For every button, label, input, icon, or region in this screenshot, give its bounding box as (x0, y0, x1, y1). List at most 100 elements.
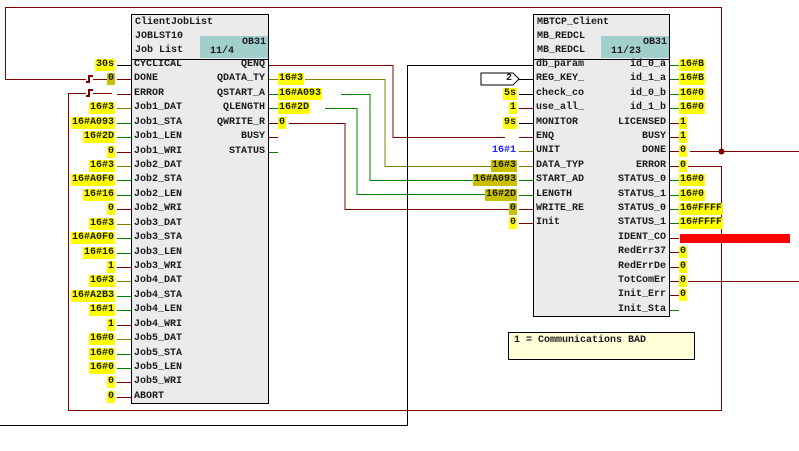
input-pin-db_param[interactable]: db_param (536, 59, 585, 70)
input-pin-job4_sta[interactable]: Job4_STA (134, 290, 183, 301)
input-pin-job1_dat[interactable]: Job1_DAT (134, 102, 183, 113)
output-value[interactable]: 16#B (679, 73, 706, 85)
output-value[interactable]: 16#B (679, 59, 706, 71)
output-pin-init_err[interactable]: Init_Err (617, 289, 666, 300)
input-pin-start_ad[interactable]: START_AD (536, 174, 585, 185)
input-value[interactable]: 0 (107, 146, 116, 158)
output-value[interactable]: 16#A093 (278, 88, 323, 100)
input-pin-job3_len[interactable]: Job3_LEN (134, 247, 183, 258)
input-pin-job2_sta[interactable]: Job2_STA (134, 174, 183, 185)
input-value[interactable]: 16#0 (89, 348, 116, 360)
input-pin-cyclical[interactable]: CYCLICAL (134, 59, 183, 70)
input-value[interactable]: 16#0 (89, 333, 116, 345)
input-pin-error[interactable]: ERROR (134, 88, 165, 99)
input-value[interactable]: 0 (107, 203, 116, 215)
input-value[interactable]: 16#1 (89, 304, 116, 316)
output-pin-busy[interactable]: BUSY (641, 131, 666, 142)
input-pin-job5_sta[interactable]: Job5_STA (134, 348, 183, 359)
input-value[interactable]: 16#A0F0 (71, 232, 116, 244)
output-value[interactable]: 1 (679, 117, 688, 129)
output-pin-id_0_a[interactable]: id_0_a (629, 59, 666, 70)
output-pin-error[interactable]: ERROR (635, 160, 666, 171)
output-pin-qenq[interactable]: QENQ (240, 59, 265, 70)
output-value[interactable]: 16#0 (679, 102, 706, 114)
output-pin-rederr37[interactable]: RedErr37 (617, 246, 666, 257)
input-value[interactable]: 16#A0F0 (71, 174, 116, 186)
input-pin-job2_wri[interactable]: Job2_WRI (134, 203, 183, 214)
output-pin-status_1[interactable]: STATUS_1 (617, 189, 666, 200)
output-value[interactable]: 0 (679, 289, 688, 301)
input-pin-job4_len[interactable]: Job4_LEN (134, 304, 183, 315)
input-value[interactable]: 0 (107, 73, 116, 85)
input-pin-job1_wri[interactable]: Job1_WRI (134, 146, 183, 157)
output-pin-status_1[interactable]: STATUS_1 (617, 217, 666, 228)
input-pin-reg_key_[interactable]: REG_KEY_ (536, 73, 585, 84)
input-pin-monitor[interactable]: MONITOR (536, 117, 579, 128)
output-value[interactable]: 0 (679, 275, 688, 287)
input-pin-job3_wri[interactable]: Job3_WRI (134, 261, 183, 272)
input-value[interactable]: 16#3 (89, 218, 116, 230)
input-value[interactable]: 16#3 (89, 102, 116, 114)
input-value[interactable]: 30s (95, 59, 116, 71)
input-value[interactable]: 16#16 (83, 189, 116, 201)
input-pin-job4_dat[interactable]: Job4_DAT (134, 275, 183, 286)
output-value[interactable]: 16#3 (278, 73, 305, 85)
input-pin-abort[interactable]: ABORT (134, 391, 165, 402)
input-value[interactable]: 0 (509, 217, 518, 229)
input-pin-length[interactable]: LENGTH (536, 189, 573, 200)
output-pin-status_0[interactable]: STATUS_0 (617, 203, 666, 214)
input-pin-enq[interactable]: ENQ (536, 131, 555, 142)
input-pin-unit[interactable]: UNIT (536, 145, 561, 156)
output-value[interactable]: 0 (679, 160, 688, 172)
output-pin-status_0[interactable]: STATUS_0 (617, 174, 666, 185)
output-pin-id_1_a[interactable]: id_1_a (629, 73, 666, 84)
input-value[interactable]: 1 (107, 261, 116, 273)
output-value[interactable]: 0 (278, 117, 287, 129)
output-value[interactable]: 16#0 (679, 189, 706, 201)
output-pin-busy[interactable]: BUSY (240, 131, 265, 142)
input-value[interactable]: 1 (107, 319, 116, 331)
input-value[interactable]: 16#2D (83, 131, 116, 143)
input-value[interactable]: 1 (509, 102, 518, 114)
input-value[interactable]: 16#3 (89, 160, 116, 172)
output-value[interactable]: 16#2D (278, 102, 311, 114)
input-value[interactable]: 9s (503, 117, 518, 129)
output-value[interactable]: 16#0 (679, 88, 706, 100)
input-pin-job1_sta[interactable]: Job1_STA (134, 117, 183, 128)
output-pin-qdata_ty[interactable]: QDATA_TY (216, 73, 265, 84)
output-value[interactable]: 1 (679, 131, 688, 143)
input-value[interactable]: 0 (509, 203, 518, 215)
input-value[interactable]: 0 (107, 376, 116, 388)
input-value[interactable]: 16#2D (485, 189, 518, 201)
input-value[interactable]: 16#0 (89, 362, 116, 374)
input-pin-job4_wri[interactable]: Job4_WRI (134, 319, 183, 330)
input-pin-job3_dat[interactable]: Job3_DAT (134, 218, 183, 229)
output-value[interactable]: 16#FFFF (679, 217, 724, 229)
input-pin-data_typ[interactable]: DATA_TYP (536, 160, 585, 171)
input-pin-job2_dat[interactable]: Job2_DAT (134, 160, 183, 171)
input-pin-use_all_[interactable]: use_all_ (536, 102, 585, 113)
output-pin-id_0_b[interactable]: id_0_b (629, 88, 666, 99)
output-value[interactable]: 0 (679, 246, 688, 258)
output-value[interactable]: 16#0 (679, 174, 706, 186)
input-pin-job5_wri[interactable]: Job5_WRI (134, 376, 183, 387)
input-value[interactable]: 16#1 (492, 145, 517, 156)
output-value[interactable]: 16#FFFF (679, 203, 724, 215)
input-pin-job2_len[interactable]: Job2_LEN (134, 189, 183, 200)
comment-box[interactable]: 1 = Communications BAD (508, 332, 695, 360)
input-value[interactable]: 16#A093 (473, 174, 518, 186)
output-pin-rederrde[interactable]: RedErrDe (617, 261, 666, 272)
input-value[interactable]: 2 (506, 73, 513, 84)
output-pin-init_sta[interactable]: Init_Sta (617, 304, 666, 315)
input-value[interactable]: 16#A2B3 (71, 290, 116, 302)
output-pin-qlength[interactable]: QLENGTH (222, 102, 265, 113)
input-pin-init[interactable]: Init (536, 217, 561, 228)
input-pin-write_re[interactable]: WRITE_RE (536, 203, 585, 214)
input-value[interactable]: 16#3 (491, 160, 518, 172)
input-pin-job3_sta[interactable]: Job3_STA (134, 232, 183, 243)
input-value[interactable]: 5s (503, 88, 518, 100)
output-pin-qstart_a[interactable]: QSTART_A (216, 88, 265, 99)
input-value[interactable]: 16#16 (83, 247, 116, 259)
